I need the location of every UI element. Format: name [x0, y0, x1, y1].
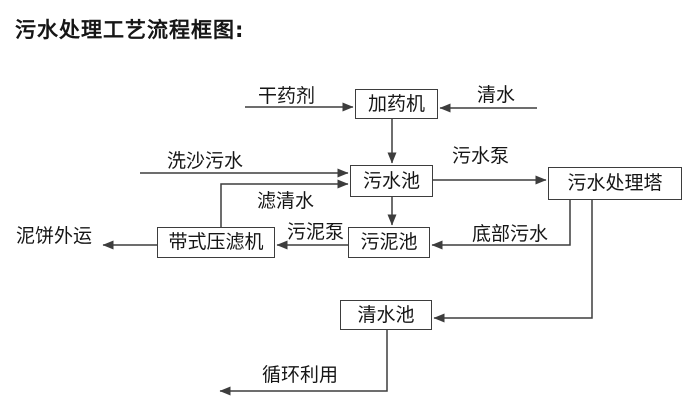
arrow-recycling-out [219, 330, 388, 396]
arrow-bottom-sewage-to-sludge-pool [431, 200, 571, 250]
arrow-tower-to-clean-water-pool [433, 200, 593, 323]
node-sewage-treatment-tower: 污水处理塔 [548, 167, 682, 200]
flow-label-sand-washing-sewage: 洗沙污水 [167, 150, 244, 172]
flow-label-dry-chemical: 干药剂 [258, 85, 316, 107]
flow-label-clean-water: 清水 [477, 84, 516, 106]
node-sewage-pool: 污水池 [350, 165, 433, 197]
node-dosing-machine: 加药机 [355, 89, 438, 119]
flow-label-sludge-pump: 污泥泵 [287, 221, 345, 243]
node-clean-water-pool: 清水池 [340, 300, 432, 330]
node-sludge-pool: 污泥池 [348, 227, 430, 258]
diagram-title: 污水处理工艺流程框图: [15, 18, 245, 42]
flow-label-recycling: 循环利用 [262, 364, 339, 386]
flow-label-bottom-sewage: 底部污水 [472, 223, 549, 245]
flow-label-mud-cake-outbound: 泥饼外运 [16, 225, 93, 247]
flow-label-filtered-water: 滤清水 [257, 190, 315, 212]
node-belt-filter-press: 带式压滤机 [157, 227, 275, 258]
flow-label-sewage-pump: 污水泵 [452, 145, 510, 167]
arrow-filtered-water-to-sewage-pool [220, 179, 349, 227]
